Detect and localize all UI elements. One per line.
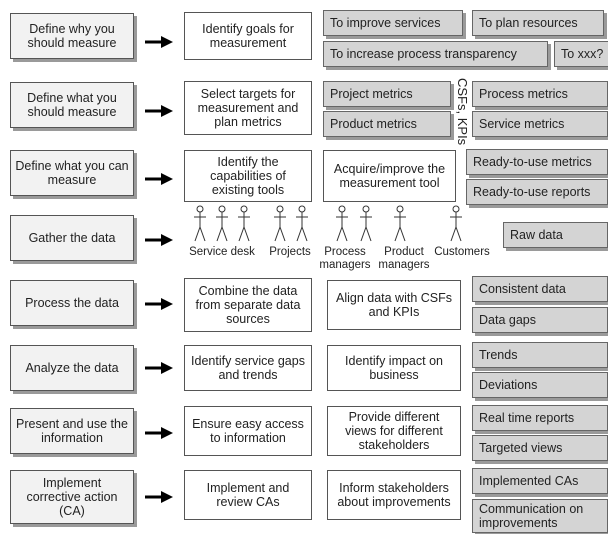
result-product-metrics: Product metrics bbox=[323, 111, 451, 137]
arrow-right-icon bbox=[145, 173, 173, 185]
activity-identify-goals: Identify goals for measurement bbox=[184, 12, 312, 60]
result-project-metrics: Project metrics bbox=[323, 81, 451, 107]
csf-kpi-label: CSFs, KPIs bbox=[455, 78, 470, 146]
result-targeted-views: Targeted views bbox=[472, 435, 608, 461]
result-trends: Trends bbox=[472, 342, 608, 368]
step-process-data: Process the data bbox=[10, 280, 134, 326]
activity-acquire-tool: Acquire/improve the measurement tool bbox=[323, 150, 456, 202]
label-projects: Projects bbox=[269, 246, 311, 258]
step-analyze-data: Analyze the data bbox=[10, 345, 134, 391]
result-plan-resources: To plan resources bbox=[472, 10, 604, 36]
label-service-desk: Service desk bbox=[189, 246, 255, 258]
activity-identify-gaps: Identify service gaps and trends bbox=[184, 345, 312, 391]
step-define-what-can: Define what you can measure bbox=[10, 150, 134, 196]
projects-people-icon bbox=[274, 205, 308, 242]
arrow-right-icon bbox=[145, 36, 173, 48]
label-process-managers: Process managers bbox=[319, 246, 371, 271]
arrow-right-icon bbox=[145, 491, 173, 503]
step-implement-ca: Implement corrective action (CA) bbox=[10, 470, 134, 524]
activity-select-targets: Select targets for measurement and plan … bbox=[184, 81, 312, 135]
arrow-right-icon bbox=[145, 362, 173, 374]
activity-identify-capabilities: Identify the capabilities of existing to… bbox=[184, 150, 312, 202]
result-data-gaps: Data gaps bbox=[472, 307, 608, 333]
activity-ensure-access: Ensure easy access to information bbox=[184, 406, 312, 456]
activity-inform-stakeholders: Inform stakeholders about improvements bbox=[327, 470, 461, 520]
step-gather-data: Gather the data bbox=[10, 215, 134, 261]
process-managers-people-icon bbox=[336, 205, 372, 242]
result-service-metrics: Service metrics bbox=[472, 111, 608, 137]
arrow-right-icon bbox=[145, 105, 173, 117]
step-define-what-should: Define what you should measure bbox=[10, 82, 134, 128]
step-present-information: Present and use the information bbox=[10, 408, 134, 454]
result-communication-improvements: Communication on improvements bbox=[472, 499, 608, 533]
result-consistent-data: Consistent data bbox=[472, 276, 608, 302]
service-desk-people-icon bbox=[194, 205, 250, 242]
result-ready-reports: Ready-to-use reports bbox=[466, 179, 608, 205]
product-managers-people-icon bbox=[394, 205, 406, 242]
result-improve-services: To improve services bbox=[323, 10, 463, 36]
step-define-why: Define why you should measure bbox=[10, 13, 134, 59]
label-product-managers: Product managers bbox=[378, 246, 430, 271]
activity-implement-review: Implement and review CAs bbox=[184, 470, 312, 520]
label-customers: Customers bbox=[434, 246, 490, 258]
activity-identify-impact: Identify impact on business bbox=[327, 345, 461, 391]
activity-align-data: Align data with CSFs and KPIs bbox=[327, 280, 461, 330]
result-process-transparency: To increase process transparency bbox=[323, 41, 548, 67]
arrow-right-icon bbox=[145, 298, 173, 310]
customers-people-icon bbox=[450, 205, 462, 242]
activity-combine-data: Combine the data from separate data sour… bbox=[184, 278, 312, 332]
arrow-right-icon bbox=[145, 427, 173, 439]
result-to-xxx: To xxx? bbox=[554, 41, 608, 67]
result-process-metrics: Process metrics bbox=[472, 81, 608, 107]
result-implemented-cas: Implemented CAs bbox=[472, 468, 608, 494]
result-ready-metrics: Ready-to-use metrics bbox=[466, 149, 608, 175]
result-deviations: Deviations bbox=[472, 372, 608, 398]
result-raw-data: Raw data bbox=[503, 222, 608, 248]
result-real-time-reports: Real time reports bbox=[472, 405, 608, 431]
activity-provide-views: Provide different views for different st… bbox=[327, 406, 461, 456]
arrow-right-icon bbox=[145, 234, 173, 246]
